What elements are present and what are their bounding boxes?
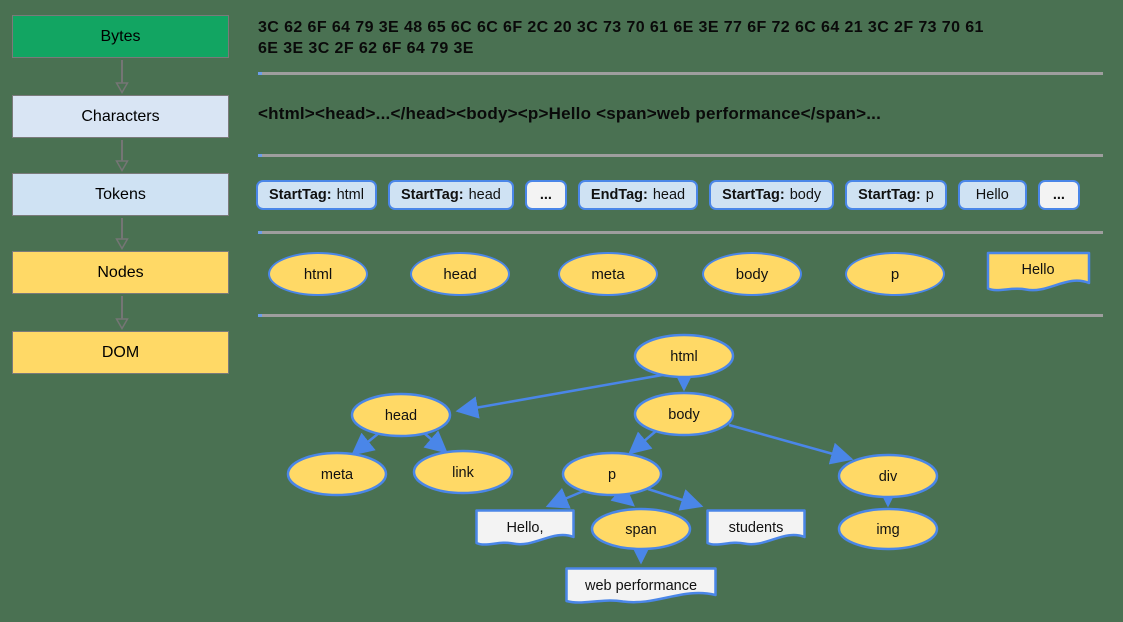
divider-cap bbox=[258, 314, 262, 317]
tree-node-label: web performance bbox=[584, 578, 697, 594]
pipeline-label-dom: DOM bbox=[101, 343, 140, 361]
token-value: body bbox=[789, 187, 822, 203]
divider bbox=[258, 314, 1103, 317]
edge-p-hello bbox=[545, 487, 587, 509]
document-shape bbox=[986, 251, 1091, 292]
node-ellipse-meta: meta bbox=[558, 252, 658, 296]
token-prefix: StartTag: bbox=[400, 187, 464, 203]
pipeline-box-characters: Characters bbox=[12, 95, 229, 138]
tree-node-head bbox=[350, 392, 452, 438]
divider bbox=[258, 72, 1103, 75]
node-label: body bbox=[735, 265, 769, 283]
tree-node-label: body bbox=[668, 407, 700, 423]
token-value: ... bbox=[539, 187, 552, 203]
pipeline-label-characters: Characters bbox=[81, 107, 160, 125]
tree-textnode-webperf: web performance bbox=[565, 567, 717, 604]
edge-head-meta bbox=[351, 432, 380, 456]
tree-textnode-hello: Hello, bbox=[475, 509, 575, 546]
tree-node-div bbox=[837, 453, 939, 499]
token-value: html bbox=[336, 187, 364, 203]
token-prefix: EndTag: bbox=[590, 187, 648, 203]
document-shape bbox=[565, 567, 717, 604]
token-ellipsis: ... bbox=[524, 180, 567, 210]
token-value: p bbox=[925, 187, 934, 203]
bytes-hex-line2: 6E 3E 3C 2F 62 6F 64 79 3E bbox=[258, 40, 474, 57]
tree-node-link bbox=[412, 449, 514, 495]
down-arrow-icon bbox=[115, 296, 129, 330]
node-ellipse-head: head bbox=[410, 252, 510, 296]
token-prefix: StartTag: bbox=[722, 187, 785, 203]
pipeline-label-bytes: Bytes bbox=[100, 27, 141, 45]
edge-head-link bbox=[423, 430, 448, 454]
tree-node-img bbox=[837, 507, 939, 551]
token-value: Hello bbox=[975, 187, 1009, 203]
tree-node-label: students bbox=[729, 520, 784, 536]
tree-node-label: Hello, bbox=[506, 520, 543, 536]
divider bbox=[258, 154, 1103, 157]
tree-node-label: html bbox=[670, 349, 697, 365]
token-starttag-p: StartTag: p bbox=[845, 180, 947, 210]
token-ellipsis: ... bbox=[1037, 180, 1080, 210]
tree-node-p bbox=[561, 451, 663, 497]
token-prefix: StartTag: bbox=[858, 187, 921, 203]
document-shape bbox=[706, 509, 806, 546]
pipeline-label-tokens: Tokens bbox=[95, 185, 146, 203]
pipeline-box-nodes: Nodes bbox=[12, 251, 229, 294]
token-value: head bbox=[652, 187, 686, 203]
edge-html-head bbox=[455, 372, 669, 419]
token-starttag-body: StartTag: body bbox=[709, 180, 835, 210]
divider-cap bbox=[258, 231, 262, 234]
token-endtag-head: EndTag: head bbox=[577, 180, 699, 210]
tree-node-meta bbox=[286, 451, 388, 497]
divider bbox=[258, 231, 1103, 234]
tree-node-label: div bbox=[879, 469, 898, 485]
edge-p-students bbox=[647, 487, 704, 511]
down-arrow-icon bbox=[115, 60, 129, 94]
tree-node-html bbox=[633, 333, 735, 379]
tree-node-label: img bbox=[876, 522, 899, 538]
tree-node-span bbox=[590, 507, 692, 551]
tree-textnode-students: students bbox=[706, 509, 806, 546]
pipeline-box-dom: DOM bbox=[12, 331, 229, 374]
token-prefix: StartTag: bbox=[269, 187, 332, 203]
token-hello: Hello bbox=[957, 180, 1027, 210]
tree-node-label: span bbox=[625, 522, 656, 538]
edge-body-p bbox=[628, 430, 657, 455]
dom-tree: html head body meta link p div span img … bbox=[286, 333, 939, 604]
pipeline-box-tokens: Tokens bbox=[12, 173, 229, 216]
tree-edges bbox=[351, 369, 900, 565]
node-label: Hello bbox=[1021, 262, 1054, 278]
node-textnode-hello: Hello bbox=[986, 251, 1091, 292]
divider-cap bbox=[258, 72, 262, 75]
tree-element-nodes: html head body meta link p div span img bbox=[286, 333, 939, 551]
tree-text-nodes: Hello, students web performance bbox=[475, 509, 806, 604]
token-starttag-html: StartTag: html bbox=[256, 180, 377, 210]
token-starttag-head: StartTag: head bbox=[387, 180, 514, 210]
edge-body-div bbox=[728, 423, 854, 465]
tree-node-label: head bbox=[385, 408, 417, 424]
node-label: html bbox=[303, 265, 333, 283]
down-arrow-icon bbox=[115, 218, 129, 250]
node-ellipse-p: p bbox=[845, 252, 945, 296]
tokens-row: StartTag: html StartTag: head ... EndTag… bbox=[256, 180, 1080, 210]
tree-node-label: link bbox=[452, 465, 475, 481]
node-ellipse-html: html bbox=[268, 252, 368, 296]
node-label: head bbox=[443, 265, 477, 283]
characters-string: <html><head>...</head><body><p>Hello <sp… bbox=[258, 104, 882, 123]
tree-node-label: meta bbox=[321, 467, 354, 483]
node-ellipse-body: body bbox=[702, 252, 802, 296]
node-label: p bbox=[890, 265, 900, 283]
pipeline-box-bytes: Bytes bbox=[12, 15, 229, 58]
bytes-hex-line1: 3C 62 6F 64 79 3E 48 65 6C 6C 6F 2C 20 3… bbox=[258, 19, 984, 36]
divider-cap bbox=[258, 154, 262, 157]
tree-node-label: p bbox=[608, 467, 616, 483]
node-label: meta bbox=[591, 265, 625, 283]
token-value: head bbox=[468, 187, 501, 203]
token-value: ... bbox=[1052, 187, 1065, 203]
tree-node-body bbox=[633, 391, 735, 437]
pipeline-label-nodes: Nodes bbox=[97, 263, 144, 281]
down-arrow-icon bbox=[115, 140, 129, 172]
document-shape bbox=[475, 509, 575, 546]
